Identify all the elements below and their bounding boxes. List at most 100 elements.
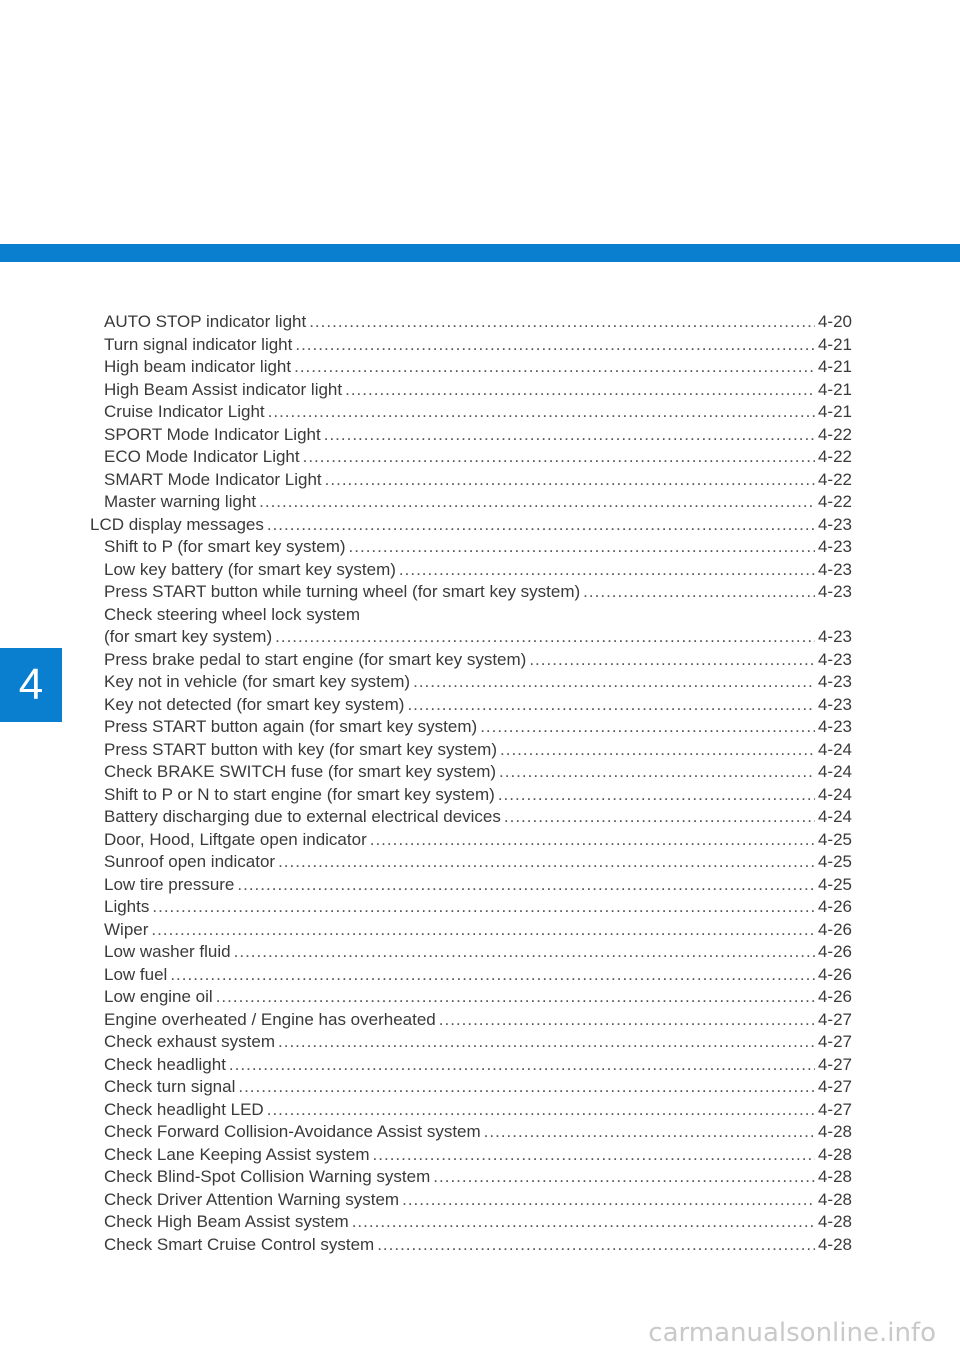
toc-entry[interactable]: Turn signal indicator light4-21 [90, 334, 852, 357]
chapter-number: 4 [18, 660, 44, 709]
toc-entry-title: Check Driver Attention Warning system [104, 1189, 400, 1209]
toc-entry-page: 4-24 [817, 739, 852, 759]
toc-entry[interactable]: Sunroof open indicator 4-25 [90, 851, 852, 874]
dot-leader [267, 514, 815, 537]
toc-entry-title: Low tire pressure [104, 874, 235, 894]
toc-entry[interactable]: Lights 4-26 [90, 896, 852, 919]
toc-entry-page: 4-27 [817, 1009, 852, 1029]
toc-entry-title: Master warning light [104, 492, 257, 511]
toc-entry[interactable]: Low fuel 4-26 [90, 964, 852, 987]
toc-entry-page: 4-25 [817, 829, 852, 849]
toc-entry[interactable]: Press START button while turning wheel (… [90, 581, 852, 604]
toc-entry-page: 4-23 [817, 559, 852, 579]
toc-entry-title: Low fuel [104, 964, 168, 984]
toc-entry[interactable]: Check High Beam Assist system 4-28 [90, 1211, 852, 1234]
toc-entry-page: 4-23 [817, 672, 852, 691]
toc-entry[interactable]: Key not in vehicle (for smart key system… [90, 671, 852, 694]
toc-entry-page: 4-24 [817, 784, 852, 804]
toc-entry-title: Key not detected (for smart key system) [104, 694, 405, 714]
toc-entry-title: Check High Beam Assist system [104, 1212, 349, 1231]
dot-leader [294, 356, 815, 379]
toc-entry[interactable]: Low tire pressure 4-25 [90, 874, 852, 897]
toc-entry-page: 4-23 [817, 649, 852, 669]
toc-entry-title: Check Smart Cruise Control system [104, 1234, 375, 1254]
dot-leader [402, 1189, 815, 1212]
toc-entry-title: Check Lane Keeping Assist system [104, 1144, 370, 1164]
toc-entry-title: Sunroof open indicator [104, 852, 276, 871]
toc-entry-page: 4-26 [817, 919, 852, 939]
dot-leader [278, 851, 815, 874]
toc-entry-page: 4-23 [817, 514, 852, 534]
toc-entry[interactable]: Wiper 4-26 [90, 919, 852, 942]
toc-entry-page: 4-22 [817, 424, 852, 444]
toc-entry-page: 4-28 [817, 1167, 852, 1186]
toc-entry[interactable]: AUTO STOP indicator light4-20 [90, 311, 852, 334]
toc-entry[interactable]: Door, Hood, Liftgate open indicator4-25 [90, 829, 852, 852]
toc-entry[interactable]: Check exhaust system4-27 [90, 1031, 852, 1054]
toc-entry[interactable]: Press START button with key (for smart k… [90, 739, 852, 762]
toc-entry[interactable]: Check BRAKE SWITCH fuse (for smart key s… [90, 761, 852, 784]
toc-entry-page: 4-23 [817, 717, 852, 736]
toc-entry-page: 4-27 [817, 1032, 852, 1051]
toc-entry-page: 4-26 [817, 964, 852, 984]
toc-entry[interactable]: SMART Mode Indicator Light4-22 [90, 469, 852, 492]
toc-entry[interactable]: High Beam Assist indicator light4-21 [90, 379, 852, 402]
toc-entry-title: Lights [104, 897, 150, 916]
toc-entry[interactable]: Check turn signal4-27 [90, 1076, 852, 1099]
toc-entry[interactable]: Low engine oil4-26 [90, 986, 852, 1009]
toc-entry[interactable]: Check headlight4-27 [90, 1054, 852, 1077]
toc-entry-page: 4-22 [817, 447, 852, 466]
dot-leader [480, 716, 815, 739]
toc-entry[interactable]: Low key battery (for smart key system) 4-… [90, 559, 852, 582]
toc-entry[interactable]: Low washer fluid4-26 [90, 941, 852, 964]
toc-entry[interactable]: Master warning light4-22 [90, 491, 852, 514]
toc-entry-title: Engine overheated / Engine has overheate… [104, 1009, 436, 1029]
toc-entry[interactable]: Check Smart Cruise Control system4-28 [90, 1234, 852, 1257]
toc-entry-title: Check headlight LED [104, 1099, 264, 1119]
toc-entry[interactable]: Check Driver Attention Warning system4-2… [90, 1189, 852, 1212]
toc-entry[interactable]: LCD display messages4-23 [90, 514, 852, 537]
dot-leader [267, 1099, 815, 1122]
toc-entry-page: 4-26 [817, 897, 852, 916]
toc-entry[interactable]: Check Forward Collision-Avoidance Assist… [90, 1121, 852, 1144]
toc-entry[interactable]: Press brake pedal to start engine (for s… [90, 649, 852, 672]
toc-entry[interactable]: Shift to P or N to start engine (for sma… [90, 784, 852, 807]
dot-leader [345, 379, 815, 402]
toc-entry[interactable]: (for smart key system)4-23 [90, 626, 852, 649]
toc-entry[interactable]: Engine overheated / Engine has overheate… [90, 1009, 852, 1032]
toc-entry[interactable]: Cruise Indicator Light4-21 [90, 401, 852, 424]
dot-leader [278, 1031, 815, 1054]
toc-entry-page: 4-25 [817, 874, 852, 894]
toc-entry-title: Wiper [104, 919, 149, 939]
toc-entry[interactable]: Key not detected (for smart key system) 4… [90, 694, 852, 717]
dot-leader [349, 536, 815, 559]
toc-entry-title: Check Forward Collision-Avoidance Assist… [104, 1122, 481, 1141]
toc-entry-page: 4-23 [817, 694, 852, 714]
toc-entry[interactable]: Check headlight LED4-27 [90, 1099, 852, 1122]
toc-entry-page: 4-25 [817, 852, 852, 871]
toc-entry-title: (for smart key system) [104, 627, 273, 646]
toc-entry-page: 4-26 [817, 987, 852, 1006]
toc-entry-page: 4-23 [817, 537, 852, 556]
dot-leader [529, 649, 815, 672]
toc-entry[interactable]: Shift to P (for smart key system)4-23 [90, 536, 852, 559]
toc-entry-title: Key not in vehicle (for smart key system… [104, 672, 411, 691]
toc-entry[interactable]: SPORT Mode Indicator Light4-22 [90, 424, 852, 447]
dot-leader [324, 424, 815, 447]
toc-entry-title: High Beam Assist indicator light [104, 379, 343, 399]
toc-entry[interactable]: Check steering wheel lock system [90, 604, 852, 627]
dot-leader [352, 1211, 815, 1234]
toc-entry-title: Turn signal indicator light [104, 334, 293, 354]
toc-entry-title: High beam indicator light [104, 357, 292, 376]
dot-leader [238, 1076, 815, 1099]
toc-entry[interactable]: Check Blind-Spot Collision Warning syste… [90, 1166, 852, 1189]
toc-entry[interactable]: Battery discharging due to external elec… [90, 806, 852, 829]
toc-entry-title: Low key battery (for smart key system) [104, 559, 396, 579]
toc-entry[interactable]: Check Lane Keeping Assist system 4-28 [90, 1144, 852, 1167]
toc-entry-page: 4-28 [817, 1144, 852, 1164]
toc-entry[interactable]: Press START button again (for smart key … [90, 716, 852, 739]
toc-entry-page: 4-28 [817, 1212, 852, 1231]
toc-entry[interactable]: High beam indicator light4-21 [90, 356, 852, 379]
toc-entry-title: Check steering wheel lock system [104, 604, 361, 624]
toc-entry[interactable]: ECO Mode Indicator Light4-22 [90, 446, 852, 469]
